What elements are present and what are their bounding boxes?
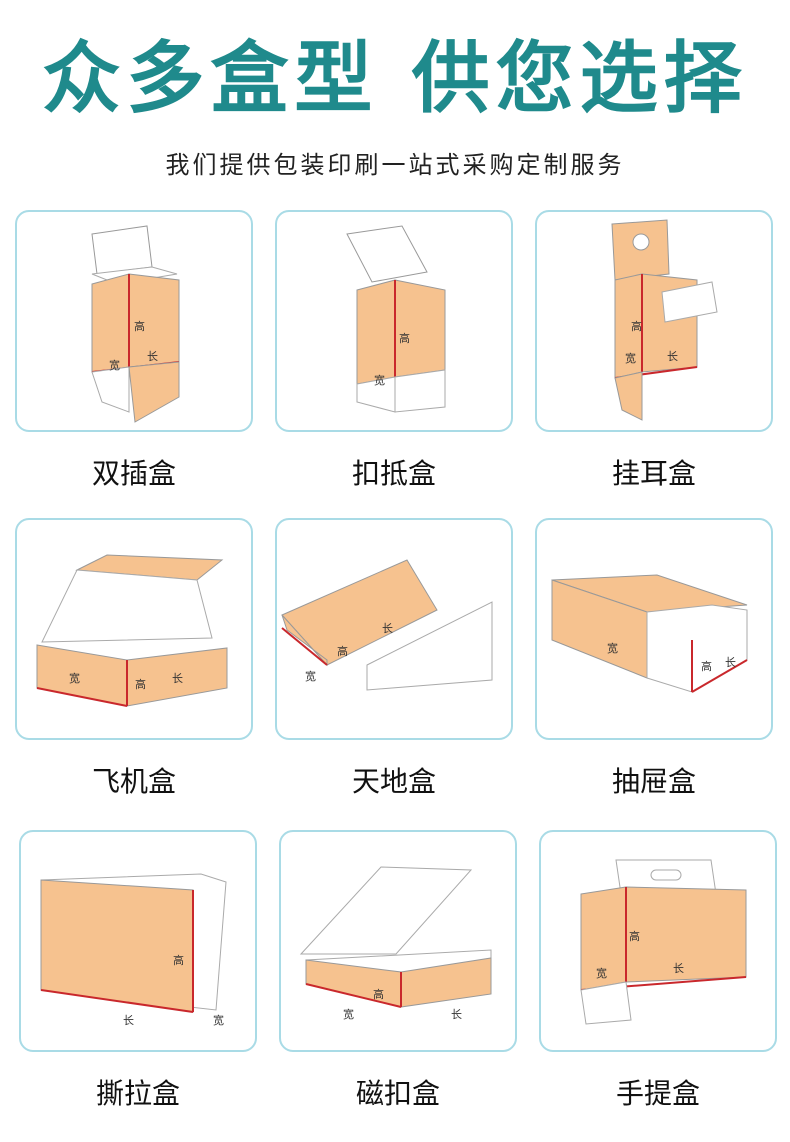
mailer-box-illustration: 宽 高 长 — [36, 554, 228, 707]
box-card-lid-base[interactable]: 高 长 宽 — [275, 518, 513, 740]
box-card-tear-strip[interactable]: 高 长 宽 — [19, 830, 257, 1052]
box-label: 抽屉盒 — [611, 765, 696, 798]
dim-height-label: 高 — [373, 987, 384, 1001]
box-card-hang-tab[interactable]: 高 宽 长 — [535, 210, 773, 432]
box-card-handle[interactable]: 高 宽 长 — [539, 830, 777, 1052]
dim-height-label: 高 — [173, 953, 184, 967]
dim-length-label: 长 — [172, 672, 183, 685]
drawer-box-illustration: 宽 高 长 — [551, 574, 748, 693]
box-card-tuck-lock[interactable]: 高 宽 — [275, 210, 513, 432]
dim-length-label: 长 — [725, 656, 736, 669]
box-label: 挂耳盒 — [611, 457, 696, 490]
box-card-mailer[interactable]: 宽 高 长 — [15, 518, 253, 740]
dim-width-label: 宽 — [305, 669, 316, 683]
dim-width-label: 宽 — [109, 358, 120, 372]
dim-height-label: 高 — [629, 929, 640, 943]
dim-width-label: 宽 — [343, 1007, 354, 1021]
magnetic-box-illustration: 高 宽 长 — [299, 866, 492, 1021]
box-label: 扣抵盒 — [351, 457, 436, 490]
tuck-lock-box-illustration: 高 宽 — [346, 225, 446, 413]
dim-width-label: 宽 — [213, 1013, 224, 1027]
dim-width-label: 宽 — [596, 966, 607, 980]
box-card-magnetic[interactable]: 高 宽 长 — [279, 830, 517, 1052]
dim-width-label: 宽 — [69, 671, 80, 685]
box-label: 飞机盒 — [91, 765, 176, 798]
dim-height-label: 高 — [399, 331, 410, 345]
box-label: 撕拉盒 — [95, 1077, 180, 1110]
dim-height-label: 高 — [631, 319, 642, 333]
dim-width-label: 宽 — [374, 373, 385, 387]
handle-box-illustration: 高 宽 长 — [580, 859, 747, 1025]
page-title: 众多盒型 供您选择 — [42, 34, 748, 124]
dim-width-label: 宽 — [607, 641, 618, 655]
dim-length-label: 长 — [147, 350, 158, 363]
lid-base-box-illustration: 高 长 宽 — [281, 559, 493, 691]
dim-length-label: 长 — [667, 350, 678, 363]
dim-length-label: 长 — [123, 1014, 134, 1027]
tear-strip-box-illustration: 高 长 宽 — [40, 873, 227, 1027]
dim-length-label: 长 — [382, 622, 393, 635]
dim-height-label: 高 — [134, 319, 145, 333]
dim-length-label: 长 — [673, 962, 684, 975]
page-subtitle: 我们提供包装印刷一站式采购定制服务 — [165, 151, 625, 179]
box-label: 双插盒 — [91, 457, 176, 490]
dim-width-label: 宽 — [625, 351, 636, 365]
dim-length-label: 长 — [451, 1008, 462, 1021]
box-label: 天地盒 — [351, 765, 436, 798]
box-card-drawer[interactable]: 宽 高 长 — [535, 518, 773, 740]
hang-tab-box-illustration: 高 宽 长 — [611, 219, 718, 421]
box-label: 磁扣盒 — [355, 1077, 440, 1110]
dim-height-label: 高 — [135, 677, 146, 691]
dim-height-label: 高 — [337, 644, 348, 658]
box-card-double-tuck[interactable]: 高 宽 长 — [15, 210, 253, 432]
box-label: 手提盒 — [615, 1077, 700, 1110]
dim-height-label: 高 — [701, 659, 712, 673]
double-tuck-box-illustration: 高 宽 长 — [91, 225, 180, 423]
